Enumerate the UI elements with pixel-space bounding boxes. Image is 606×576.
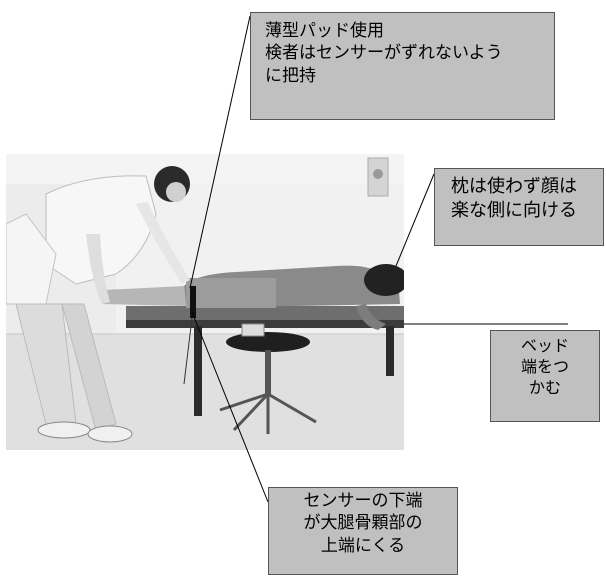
callout-pillow: 枕は使わず顔は 楽な側に向ける <box>434 168 604 246</box>
leader-pillow <box>395 173 435 267</box>
callout-pad-line-1: 薄型パッド使用 <box>265 21 384 41</box>
callout-sensor: センサーの下端 が大腿骨顆部の 上端にくる <box>268 487 458 575</box>
callout-sensor-line-2: が大腿骨顆部の <box>303 513 423 534</box>
callout-bed-line-3: かむ <box>528 378 561 398</box>
callout-bed-line-1: ベッド <box>520 336 569 355</box>
callout-pillow-line-2: 楽な側に向ける <box>451 199 577 221</box>
callout-pad-line-2: 検者はセンサーがずれないよう <box>265 43 503 64</box>
callout-bed-line-2: 端をつ <box>520 357 569 377</box>
callout-pad-line-3: に把持 <box>265 65 316 86</box>
callout-sensor-line-3: 上端にくる <box>320 535 406 556</box>
callout-pad: 薄型パッド使用 検者はセンサーがずれないよう に把持 <box>250 12 555 120</box>
callout-pillow-line-1: 枕は使わず顔は <box>451 176 577 197</box>
leader-sensor <box>191 311 269 503</box>
callout-sensor-line-1: センサーの下端 <box>303 491 423 511</box>
exam-photo <box>6 154 404 450</box>
callout-bed: ベッド 端をつ かむ <box>490 330 600 422</box>
exam-photo-illustration <box>6 154 404 450</box>
leader-pad <box>189 15 251 289</box>
